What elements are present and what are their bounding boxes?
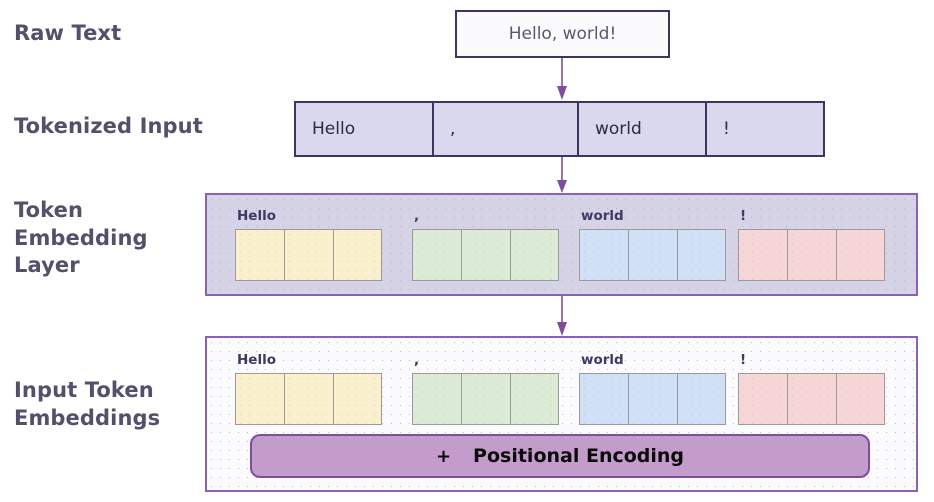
embedding-vector — [738, 229, 885, 281]
row-label-input-token-embeddings: Input Token Embeddings — [14, 377, 204, 432]
token-cell-text: , — [450, 119, 456, 139]
arrow-down-icon — [557, 296, 567, 336]
row-label-line: Input Token — [14, 378, 154, 402]
embedding-cell — [235, 229, 284, 281]
embedding-group-label: ! — [740, 208, 747, 224]
embedding-cell — [412, 229, 461, 281]
row-label-line: Embeddings — [14, 405, 161, 430]
embedding-cell — [412, 373, 461, 425]
arrow-down-icon — [557, 58, 567, 100]
embedding-cell — [461, 373, 510, 425]
embedding-cell — [461, 229, 510, 281]
plus-sign: + — [435, 445, 452, 467]
embedding-vector — [412, 373, 559, 425]
embedding-cell — [628, 229, 677, 281]
embedding-group: world — [579, 351, 726, 425]
raw-text-box: Hello, world! — [455, 10, 670, 58]
row-label-line: Token — [14, 198, 84, 222]
embedding-cell — [284, 229, 333, 281]
token-cell-text: ! — [723, 119, 730, 139]
embedding-cell — [787, 373, 836, 425]
token-cell: , — [434, 103, 579, 155]
arrow-down-icon — [557, 157, 567, 193]
embedding-cell — [628, 373, 677, 425]
token-cell-text: Hello — [312, 119, 356, 139]
embedding-cell — [677, 373, 726, 425]
embedding-cell — [579, 373, 628, 425]
row-label-token-embedding-layer: Token Embedding Layer — [14, 197, 204, 280]
embedding-cell — [510, 229, 559, 281]
embedding-cell — [284, 373, 333, 425]
embedding-group-label: Hello — [237, 352, 276, 368]
embedding-cell — [836, 373, 885, 425]
input-token-embeddings-panel: Hello , world ! — [205, 336, 918, 492]
row-label-tokenized-input: Tokenized Input — [14, 113, 204, 141]
embedding-vector — [235, 229, 382, 281]
row-label-raw-text: Raw Text — [14, 20, 204, 48]
token-cell: world — [579, 103, 707, 155]
embedding-group: world — [579, 207, 726, 281]
embedding-cell — [787, 229, 836, 281]
embedding-group: , — [412, 351, 559, 425]
embedding-group: ! — [738, 351, 885, 425]
embedding-cell — [333, 373, 382, 425]
embedding-cell — [579, 229, 628, 281]
tokenized-input-row: Hello , world ! — [294, 101, 825, 157]
embedding-group-label: Hello — [237, 208, 276, 224]
embedding-group: Hello — [235, 207, 382, 281]
embedding-cell — [836, 229, 885, 281]
embedding-group-label: , — [414, 208, 420, 224]
token-cell: ! — [707, 103, 823, 155]
row-label-line: Embedding — [14, 225, 148, 250]
token-cell: Hello — [296, 103, 434, 155]
embedding-cell — [510, 373, 559, 425]
embedding-vector — [579, 373, 726, 425]
raw-text-value: Hello, world! — [508, 24, 617, 44]
token-cell-text: world — [595, 119, 642, 139]
embedding-group-label: world — [581, 208, 624, 224]
embedding-vector — [579, 229, 726, 281]
embedding-cell — [738, 229, 787, 281]
embedding-group-label: world — [581, 352, 624, 368]
token-embedding-layer-panel: Hello , world ! — [205, 193, 918, 296]
embedding-vector — [412, 229, 559, 281]
embedding-group-label: ! — [740, 352, 747, 368]
row-label-line: Layer — [14, 253, 80, 278]
embedding-group: Hello — [235, 351, 382, 425]
embedding-group: ! — [738, 207, 885, 281]
embedding-cell — [333, 229, 382, 281]
embedding-cell — [677, 229, 726, 281]
embedding-group-label: , — [414, 352, 420, 368]
embedding-group: , — [412, 207, 559, 281]
embedding-vector — [738, 373, 885, 425]
embedding-cell — [235, 373, 284, 425]
row-label-raw-text-text: Raw Text — [14, 21, 122, 45]
positional-encoding-label: Positional Encoding — [473, 445, 685, 467]
embedding-vector — [235, 373, 382, 425]
embedding-cell — [738, 373, 787, 425]
positional-encoding-bar: + Positional Encoding — [250, 434, 870, 478]
row-label-tokenized-input-text: Tokenized Input — [14, 114, 203, 138]
